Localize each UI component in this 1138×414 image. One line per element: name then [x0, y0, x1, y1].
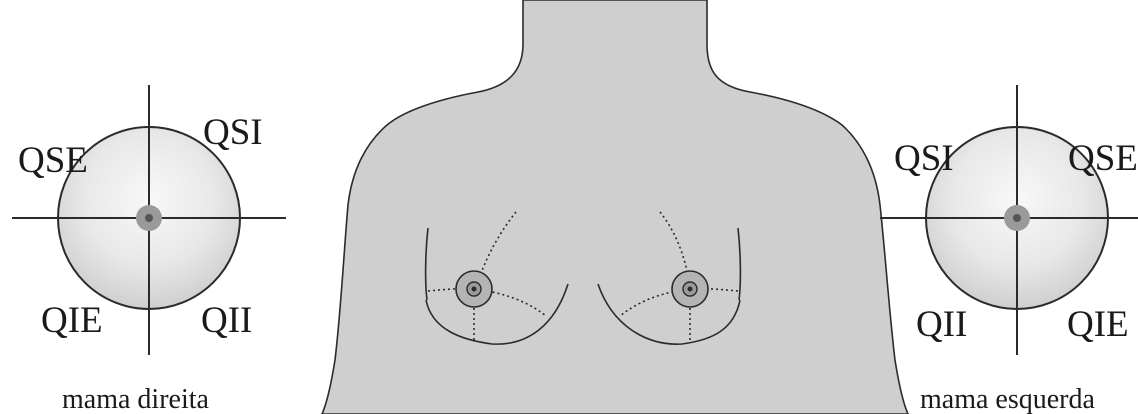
left-nipple — [1013, 214, 1021, 222]
torso-right-nipple — [472, 287, 477, 292]
right-label-upper-left: QSE — [18, 140, 88, 181]
left-caption: mama esquerda — [920, 384, 1095, 414]
right-breast-schematic: QSE QSI QIE QII mama direita — [12, 85, 286, 414]
left-label-lower-right: QIE — [1067, 304, 1129, 345]
left-label-upper-right: QSE — [1068, 138, 1138, 179]
right-nipple — [145, 214, 153, 222]
left-label-upper-left: QSI — [894, 138, 954, 179]
left-label-lower-left: QII — [916, 304, 967, 345]
right-label-upper-right: QSI — [203, 112, 263, 153]
torso-silhouette — [322, 0, 908, 414]
right-label-lower-right: QII — [201, 300, 252, 341]
right-label-lower-left: QIE — [41, 300, 103, 341]
right-caption: mama direita — [62, 384, 210, 414]
left-breast-schematic: QSI QSE QII QIE mama esquerda — [880, 85, 1138, 414]
torso-illustration — [322, 0, 908, 414]
torso-left-nipple — [688, 287, 693, 292]
